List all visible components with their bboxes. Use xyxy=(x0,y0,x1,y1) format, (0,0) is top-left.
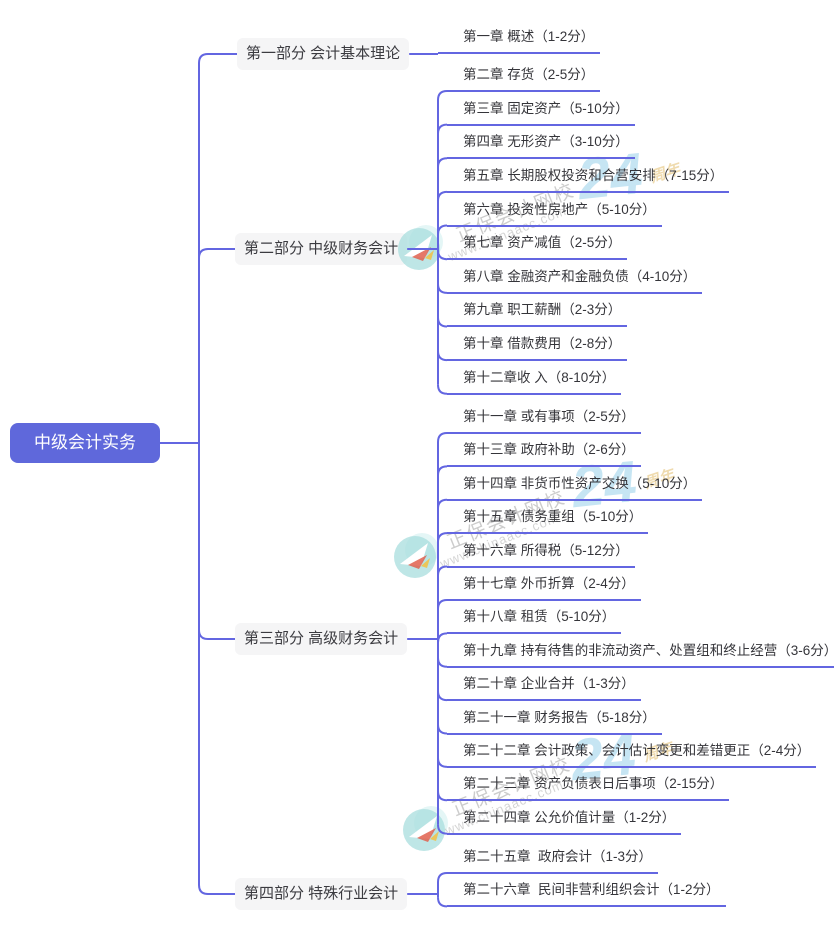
chapter-row: 第十六章 所得税（5-12分） xyxy=(447,534,834,568)
chapter-row: 第十四章 非货币性资产交换（5-10分） xyxy=(447,467,834,501)
chapter-row: 第四章 无形资产（3-10分） xyxy=(447,126,729,160)
chapter-node[interactable]: 第十九章 持有待售的非流动资产、处置组和终止经营（3-6分） xyxy=(447,642,834,668)
chapter-node[interactable]: 第六章 投资性房地产（5-10分） xyxy=(447,201,662,227)
chapter-row: 第八章 金融资产和金融负债（4-10分） xyxy=(447,260,729,294)
part-node-4[interactable]: 第四部分 特殊行业会计 xyxy=(235,878,408,910)
chapter-node[interactable]: 第一章 概述（1-2分） xyxy=(447,28,601,54)
chapter-row: 第二十一章 财务报告（5-18分） xyxy=(447,701,834,735)
chapter-node[interactable]: 第十八章 租赁（5-10分） xyxy=(447,608,622,635)
chapter-row: 第二十二章 会计政策、会计估计变更和差错更正（2-4分） xyxy=(447,735,834,768)
chapter-group-3: 第十一章 或有事项（2-5分） 第十三章 政府补助（2-6分） 第十四章 非货币性资… xyxy=(447,401,834,835)
chapter-node[interactable]: 第十五章 债务重组（5-10分） xyxy=(447,508,649,535)
chapter-node[interactable]: 第七章 资产减值（2-5分） xyxy=(447,234,628,261)
part-node-3[interactable]: 第三部分 高级财务会计 xyxy=(235,623,408,655)
chapter-node[interactable]: 第十三章 政府补助（2-6分） xyxy=(447,441,641,468)
part-node-1[interactable]: 第一部分 会计基本理论 xyxy=(237,38,410,70)
chapter-node[interactable]: 第二十章 企业合并（1-3分） xyxy=(447,675,641,702)
part-node-2[interactable]: 第二部分 中级财务会计 xyxy=(235,233,408,265)
chapter-row: 第九章 职工薪酬（2-3分） xyxy=(447,294,729,328)
chapter-row: 第十八章 租赁（5-10分） xyxy=(447,601,834,635)
chapter-node[interactable]: 第五章 长期股权投资和合营安排（7-15分） xyxy=(447,167,730,193)
chapter-node[interactable]: 第四章 无形资产（3-10分） xyxy=(447,133,635,160)
chapter-node[interactable]: 第十六章 所得税（5-12分） xyxy=(447,542,635,568)
chapter-node[interactable]: 第三章 固定资产（5-10分） xyxy=(447,100,635,126)
chapter-node[interactable]: 第十二章收 入（8-10分） xyxy=(447,369,622,395)
chapter-node[interactable]: 第二十五章 政府会计（1-3分） xyxy=(447,848,659,874)
chapter-row: 第十七章 外币折算（2-4分） xyxy=(447,568,834,601)
chapter-node[interactable]: 第十七章 外币折算（2-4分） xyxy=(447,575,641,601)
chapter-row: 第一章 概述（1-2分） xyxy=(447,21,601,54)
chapter-row: 第二十五章 政府会计（1-3分） xyxy=(447,841,726,874)
chapter-row: 第十五章 债务重组（5-10分） xyxy=(447,501,834,535)
chapter-node[interactable]: 第十一章 或有事项（2-5分） xyxy=(447,408,641,434)
chapter-group-1: 第一章 概述（1-2分） xyxy=(447,21,601,54)
chapter-node[interactable]: 第十四章 非货币性资产交换（5-10分） xyxy=(447,475,703,501)
chapter-row: 第十九章 持有待售的非流动资产、处置组和终止经营（3-6分） xyxy=(447,634,834,668)
chapter-row: 第十一章 或有事项（2-5分） xyxy=(447,401,834,434)
chapter-row: 第二十章 企业合并（1-3分） xyxy=(447,668,834,702)
chapter-row: 第五章 长期股权投资和合营安排（7-15分） xyxy=(447,159,730,193)
chapter-node[interactable]: 第二章 存货（2-5分） xyxy=(447,66,601,92)
chapter-node[interactable]: 第十章 借款费用（2-8分） xyxy=(447,335,628,362)
chapter-node[interactable]: 第二十六章 民间非营利组织会计（1-2分） xyxy=(447,881,726,908)
paper-plane-logo-icon xyxy=(394,533,439,578)
root-topic[interactable]: 中级会计实务 xyxy=(10,423,160,463)
chapter-node[interactable]: 第二十三章 资产负债表日后事项（2-15分） xyxy=(447,775,730,802)
chapter-node[interactable]: 第二十一章 财务报告（5-18分） xyxy=(447,709,662,735)
chapter-row: 第六章 投资性房地产（5-10分） xyxy=(447,193,729,227)
chapter-row: 第十二章收 入（8-10分） xyxy=(447,361,729,395)
chapter-row: 第二十六章 民间非营利组织会计（1-2分） xyxy=(447,874,726,908)
chapter-row: 第三章 固定资产（5-10分） xyxy=(447,92,729,126)
chapter-group-2: 第二章 存货（2-5分） 第三章 固定资产（5-10分） 第四章 无形资产（3-10… xyxy=(447,58,730,395)
chapter-row: 第十章 借款费用（2-8分） xyxy=(447,327,729,362)
chapter-node[interactable]: 第二十二章 会计政策、会计估计变更和差错更正（2-4分） xyxy=(447,742,817,768)
chapter-node[interactable]: 第二十四章 公允价值计量（1-2分） xyxy=(447,809,682,835)
chapter-node[interactable]: 第九章 职工薪酬（2-3分） xyxy=(447,301,628,328)
chapter-row: 第十三章 政府补助（2-6分） xyxy=(447,434,834,468)
chapter-row: 第二十三章 资产负债表日后事项（2-15分） xyxy=(447,768,834,802)
chapter-row: 第七章 资产减值（2-5分） xyxy=(447,227,729,261)
chapter-node[interactable]: 第八章 金融资产和金融负债（4-10分） xyxy=(447,268,703,294)
chapter-group-4: 第二十五章 政府会计（1-3分） 第二十六章 民间非营利组织会计（1-2分） xyxy=(447,841,726,908)
chapter-row: 第二十四章 公允价值计量（1-2分） xyxy=(447,801,834,835)
chapter-row: 第二章 存货（2-5分） xyxy=(447,58,729,92)
paper-plane-logo-icon xyxy=(403,806,448,851)
